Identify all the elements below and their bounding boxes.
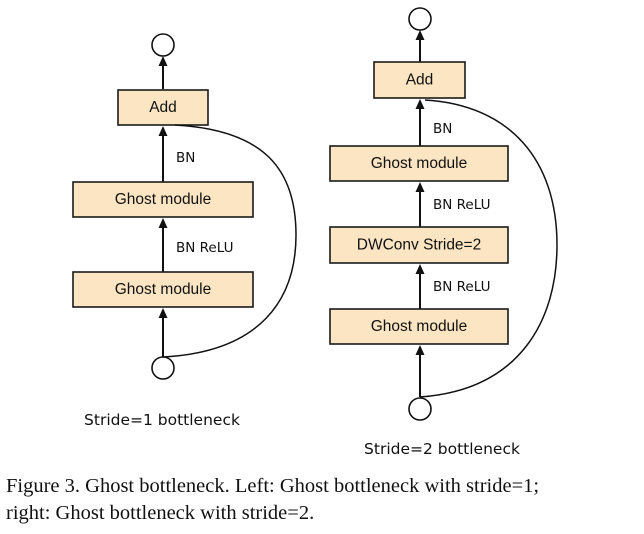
right-arrowhead-ghost-upper — [415, 182, 425, 192]
left-ghost-module-lower — [72, 271, 254, 308]
left-ghost-module-upper-label: Ghost module — [115, 191, 212, 208]
right-dwconv-block — [329, 226, 509, 264]
right-add-block — [373, 61, 466, 99]
right-bottleneck: Add BN Ghost module BN ReLU DWConv Strid… — [329, 7, 558, 458]
figure-caption: Figure 3. Ghost bottleneck. Left: Ghost … — [6, 473, 642, 527]
right-input-node — [408, 397, 432, 421]
right-arrowhead-output — [415, 30, 425, 40]
left-arrowhead-add — [158, 126, 168, 136]
right-edge-label-bn-relu-lower: BN ReLU — [433, 279, 490, 295]
left-ghost-module-lower-label: Ghost module — [115, 281, 212, 298]
left-add-label: Add — [149, 99, 177, 116]
right-ghost-module-upper-label: Ghost module — [371, 155, 468, 172]
right-subtitle: Stride=2 bottleneck — [364, 440, 520, 458]
right-arrowhead-dwconv — [415, 264, 425, 274]
right-add-label: Add — [406, 72, 434, 89]
ghost-bottleneck-diagram: Add BN Ghost module BN ReLU Ghost module… — [72, 7, 558, 458]
left-arrowhead-ghost-upper — [158, 218, 168, 228]
left-input-node — [151, 356, 175, 380]
left-output-node — [151, 33, 175, 57]
right-ghost-module-upper — [329, 145, 509, 182]
right-arrowhead-add — [415, 99, 425, 109]
right-dwconv-label: DWConv Stride=2 — [357, 237, 481, 254]
right-skip-connection — [419, 99, 558, 398]
left-arrowhead-output — [158, 56, 168, 66]
right-arrowhead-ghost-lower — [415, 345, 425, 355]
left-ghost-module-upper — [72, 181, 254, 218]
right-edge-label-bn: BN — [433, 121, 452, 137]
right-ghost-module-lower — [329, 308, 509, 345]
caption-line-1: Figure 3. Ghost bottleneck. Left: Ghost … — [6, 475, 540, 497]
left-skip-connection — [162, 124, 297, 358]
right-output-node — [408, 7, 432, 31]
left-edge-label-bn: BN — [176, 150, 195, 166]
left-subtitle: Stride=1 bottleneck — [84, 411, 240, 429]
left-edge-label-bn-relu: BN ReLU — [176, 240, 233, 256]
left-arrowhead-ghost-lower — [158, 308, 168, 318]
caption-line-2: right: Ghost bottleneck with stride=2. — [6, 502, 315, 524]
right-ghost-module-lower-label: Ghost module — [371, 318, 468, 335]
left-add-block — [117, 89, 209, 126]
right-edge-label-bn-relu-upper: BN ReLU — [433, 197, 490, 213]
left-bottleneck: Add BN Ghost module BN ReLU Ghost module… — [72, 33, 297, 429]
